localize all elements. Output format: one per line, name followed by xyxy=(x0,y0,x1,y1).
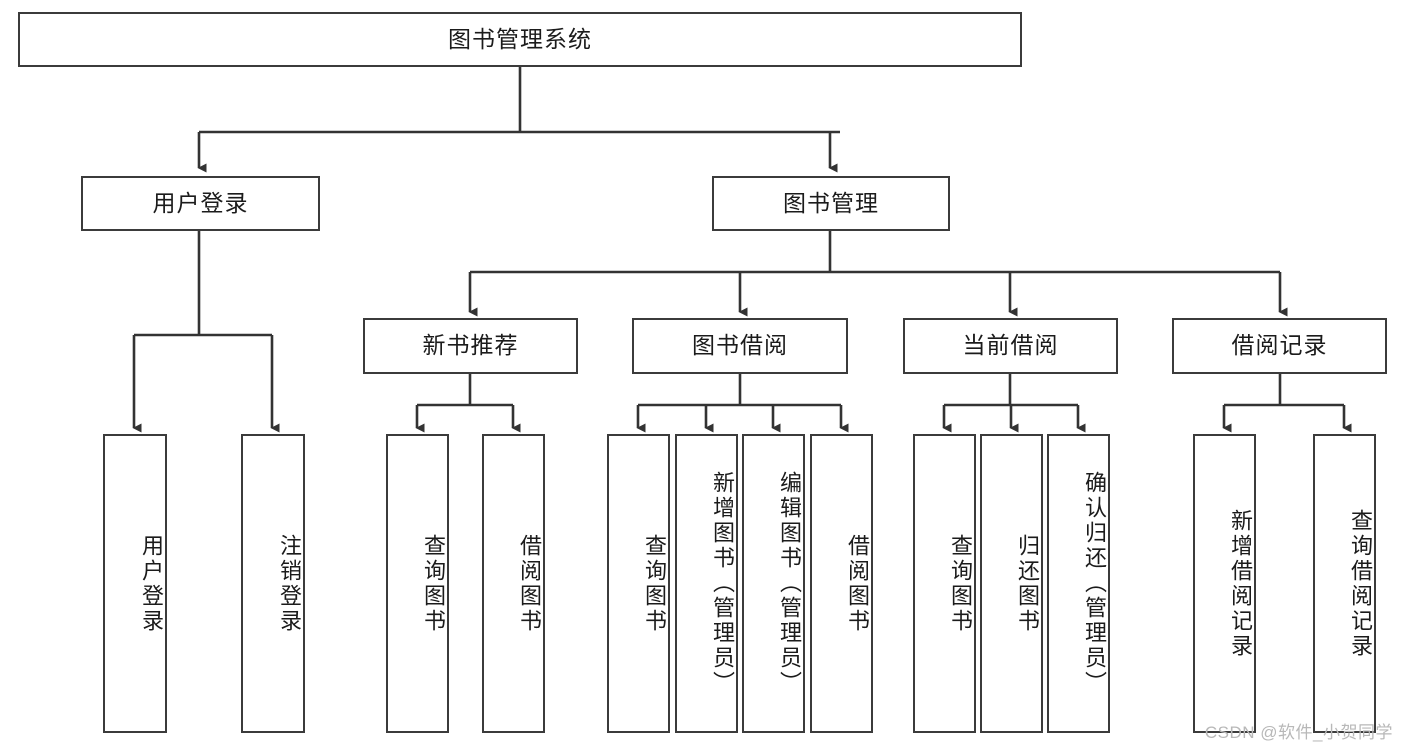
node-root-label: 图书管理系统 xyxy=(448,25,592,52)
leaf-query-book-1-label: 查询图书 xyxy=(421,533,446,634)
leaf-borrow-book-1-label: 借阅图书 xyxy=(517,533,542,634)
leaf-query-borrow-record-label: 查询借阅记录 xyxy=(1348,508,1373,659)
leaf-add-borrow-record[interactable]: 新增借阅记录 xyxy=(1193,434,1256,733)
leaf-query-book-2[interactable]: 查询图书 xyxy=(607,434,670,733)
node-current-borrow[interactable]: 当前借阅 xyxy=(903,318,1118,374)
leaf-edit-book-admin-label: 编辑图书（管理员） xyxy=(777,471,802,696)
watermark: CSDN @软件_小贺同学 xyxy=(1204,723,1393,742)
node-borrow-record[interactable]: 借阅记录 xyxy=(1172,318,1387,374)
node-new-book-recommend-label: 新书推荐 xyxy=(422,332,519,359)
leaf-return-book[interactable]: 归还图书 xyxy=(980,434,1043,733)
node-book-management[interactable]: 图书管理 xyxy=(712,176,950,231)
leaf-user-login[interactable]: 用户登录 xyxy=(103,434,167,733)
node-borrow-record-label: 借阅记录 xyxy=(1231,332,1328,359)
leaf-query-borrow-record[interactable]: 查询借阅记录 xyxy=(1313,434,1376,733)
leaf-confirm-return-admin-label: 确认归还（管理员） xyxy=(1082,471,1107,696)
leaf-query-book-3-label: 查询图书 xyxy=(948,533,973,634)
node-new-book-recommend[interactable]: 新书推荐 xyxy=(363,318,578,374)
node-book-borrow[interactable]: 图书借阅 xyxy=(632,318,848,374)
leaf-query-book-3[interactable]: 查询图书 xyxy=(913,434,976,733)
leaf-borrow-book-2-label: 借阅图书 xyxy=(845,533,870,634)
leaf-return-book-label: 归还图书 xyxy=(1015,533,1040,634)
node-book-management-label: 图书管理 xyxy=(783,189,879,216)
leaf-borrow-book-2[interactable]: 借阅图书 xyxy=(810,434,873,733)
leaf-add-book-admin-label: 新增图书（管理员） xyxy=(710,471,735,696)
node-current-borrow-label: 当前借阅 xyxy=(962,332,1059,359)
node-book-borrow-label: 图书借阅 xyxy=(692,332,788,359)
leaf-confirm-return-admin[interactable]: 确认归还（管理员） xyxy=(1047,434,1110,733)
leaf-query-book-1[interactable]: 查询图书 xyxy=(386,434,449,733)
leaf-add-borrow-record-label: 新增借阅记录 xyxy=(1228,508,1253,659)
node-root[interactable]: 图书管理系统 xyxy=(18,12,1022,67)
leaf-edit-book-admin[interactable]: 编辑图书（管理员） xyxy=(742,434,805,733)
leaf-user-login-label: 用户登录 xyxy=(139,533,164,634)
leaf-borrow-book-1[interactable]: 借阅图书 xyxy=(482,434,545,733)
node-user-login[interactable]: 用户登录 xyxy=(81,176,320,231)
leaf-query-book-2-label: 查询图书 xyxy=(642,533,667,634)
leaf-logout-label: 注销登录 xyxy=(277,533,302,634)
node-user-login-label: 用户登录 xyxy=(152,189,249,216)
leaf-add-book-admin[interactable]: 新增图书（管理员） xyxy=(675,434,738,733)
leaf-logout[interactable]: 注销登录 xyxy=(241,434,305,733)
